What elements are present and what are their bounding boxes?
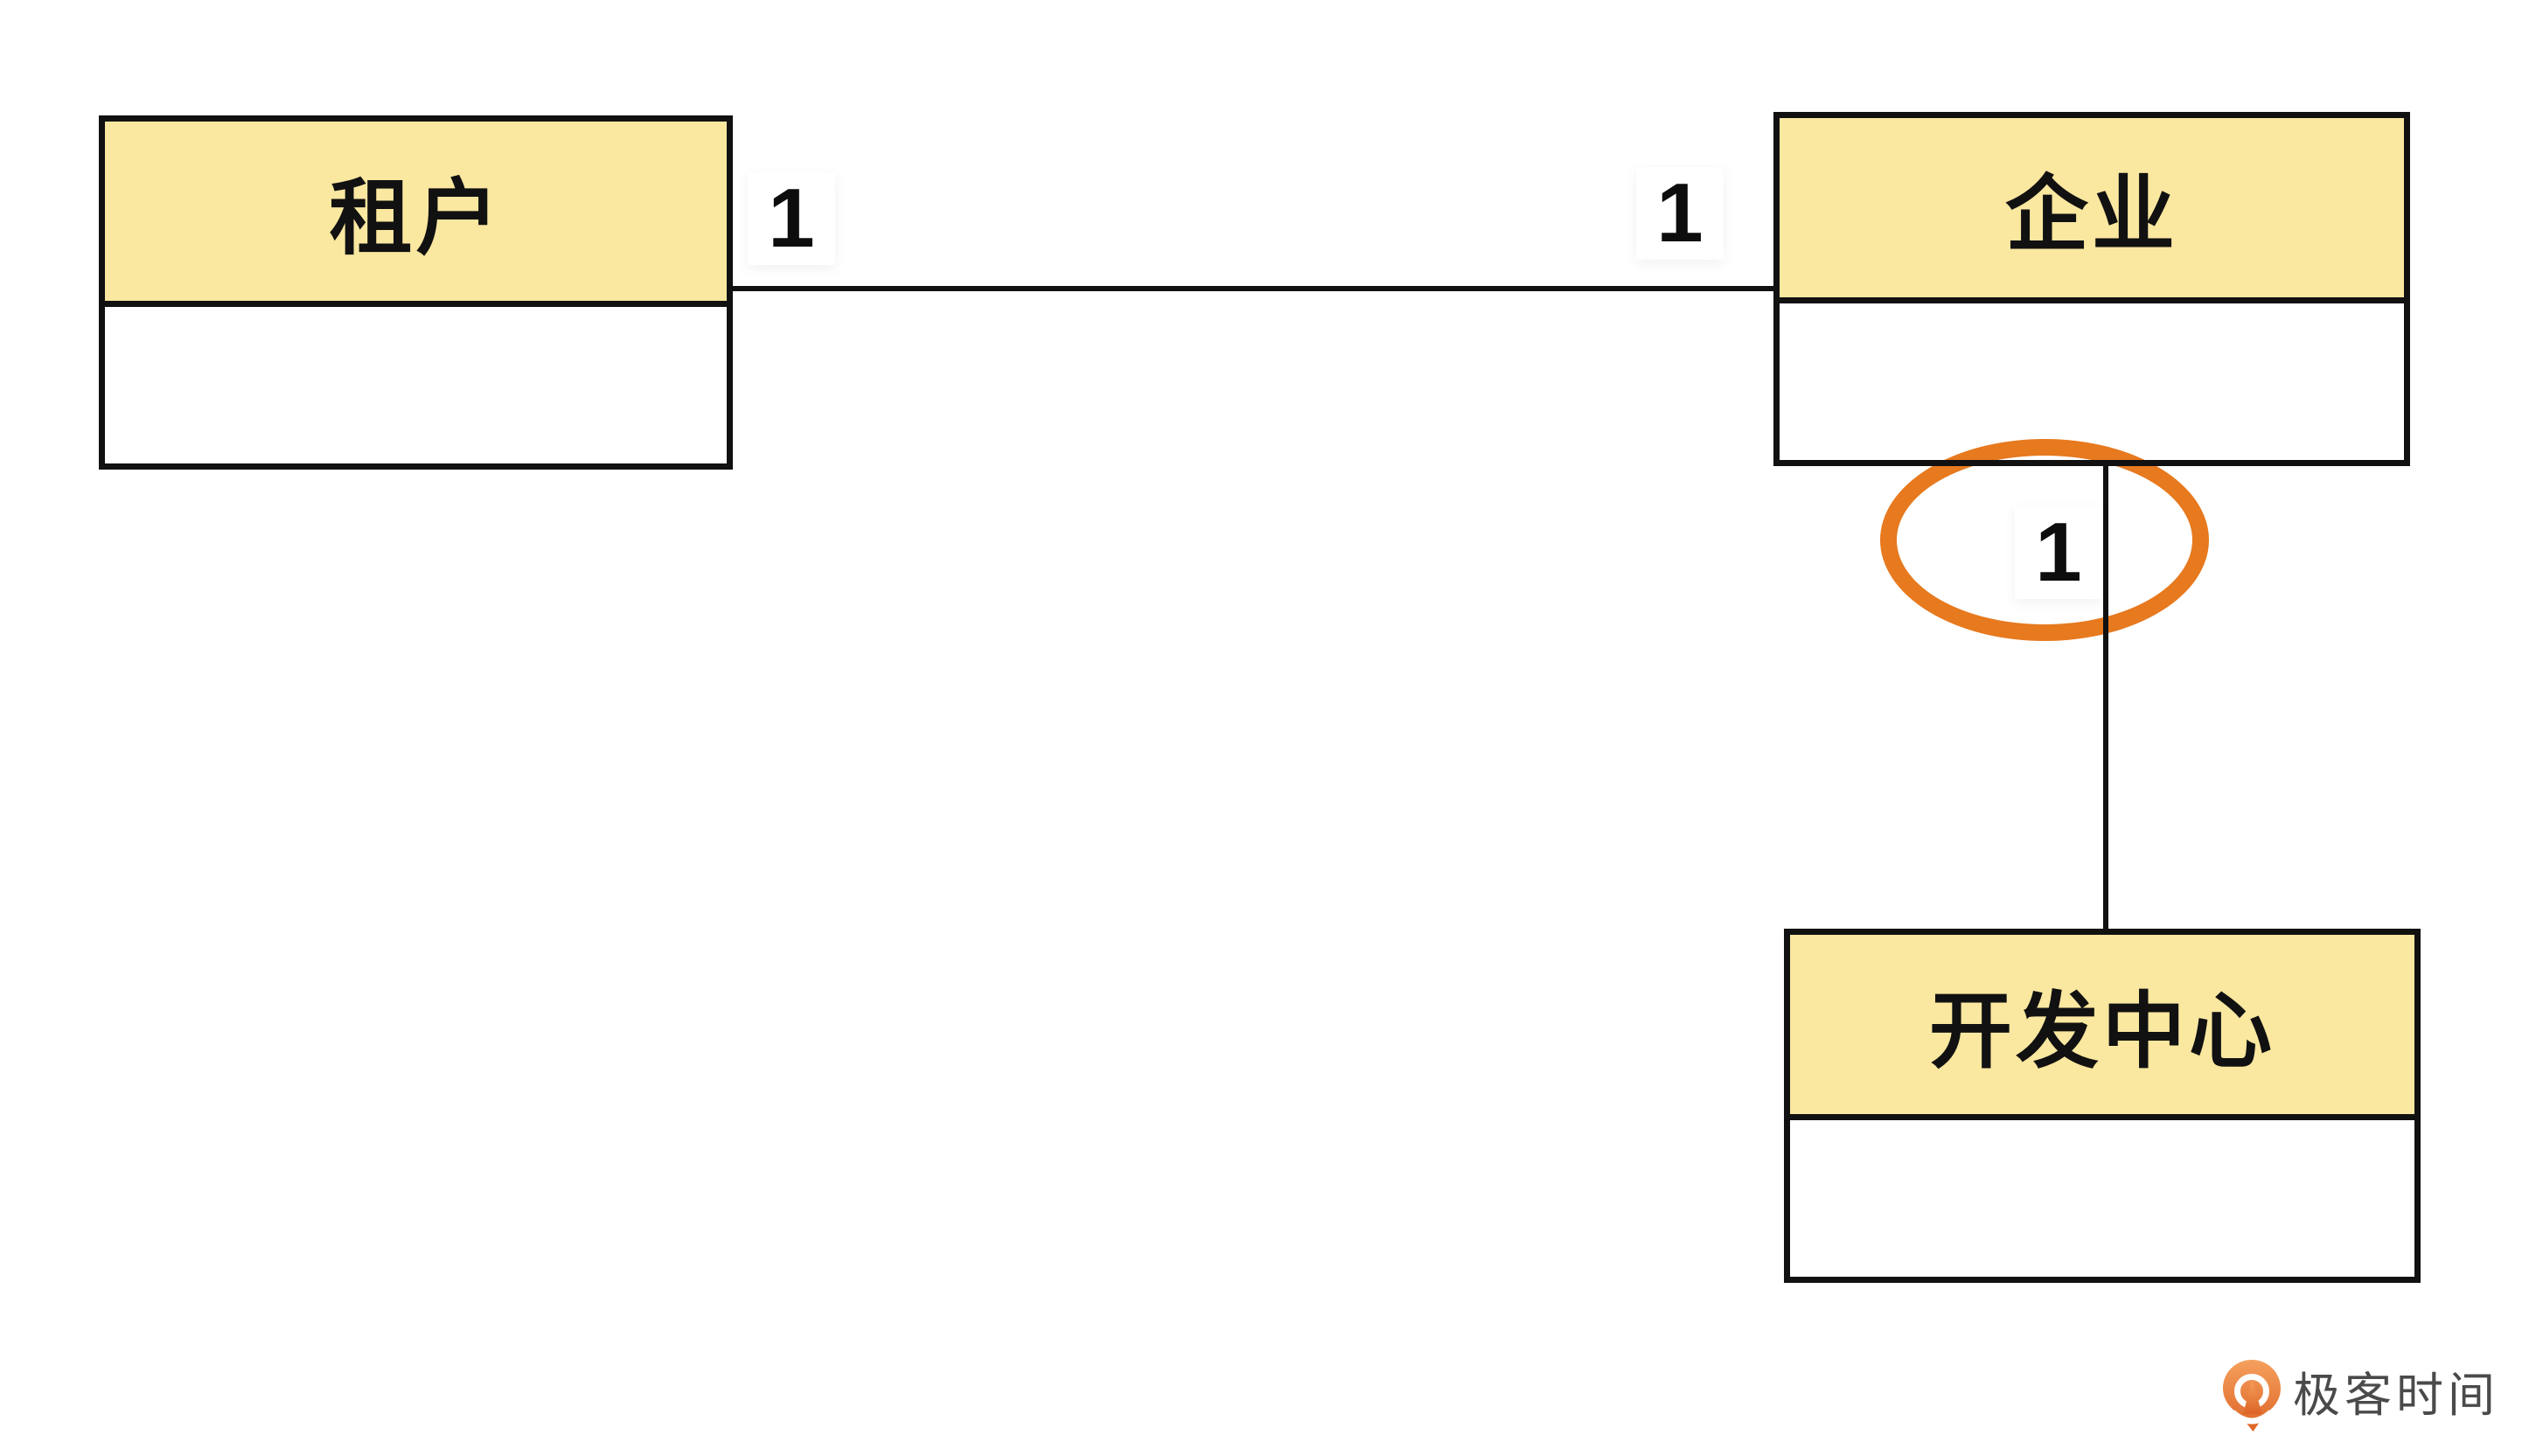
cardinality-label-tenant-side: 1: [748, 172, 835, 265]
entity-label-tenant: 租户: [329, 172, 503, 265]
entity-box-devcenter: 开发中心: [1784, 929, 2421, 1283]
geektime-brand-text: 极客时间: [2293, 1369, 2499, 1422]
geektime-logo: 极客时间: [2223, 1360, 2499, 1432]
connector-enterprise-devcenter: [2103, 464, 2108, 929]
cardinality-label-enterprise-devcenter: 1: [2015, 506, 2102, 599]
entity-label-enterprise: 企业: [2004, 169, 2178, 261]
geektime-logo-icon: [2223, 1360, 2281, 1432]
entity-label-devcenter: 开发中心: [1928, 986, 2275, 1078]
cardinality-label-enterprise-side: 1: [1636, 167, 1724, 260]
enterprise-bottom-border-segment: [1773, 460, 2410, 466]
entity-header-enterprise: 企业: [1780, 118, 2404, 303]
entity-header-tenant: 租户: [105, 122, 727, 307]
connector-tenant-enterprise: [733, 286, 1773, 291]
entity-box-enterprise: 企业: [1773, 112, 2410, 466]
entity-header-devcenter: 开发中心: [1790, 935, 2414, 1120]
entity-box-tenant: 租户: [99, 115, 733, 470]
